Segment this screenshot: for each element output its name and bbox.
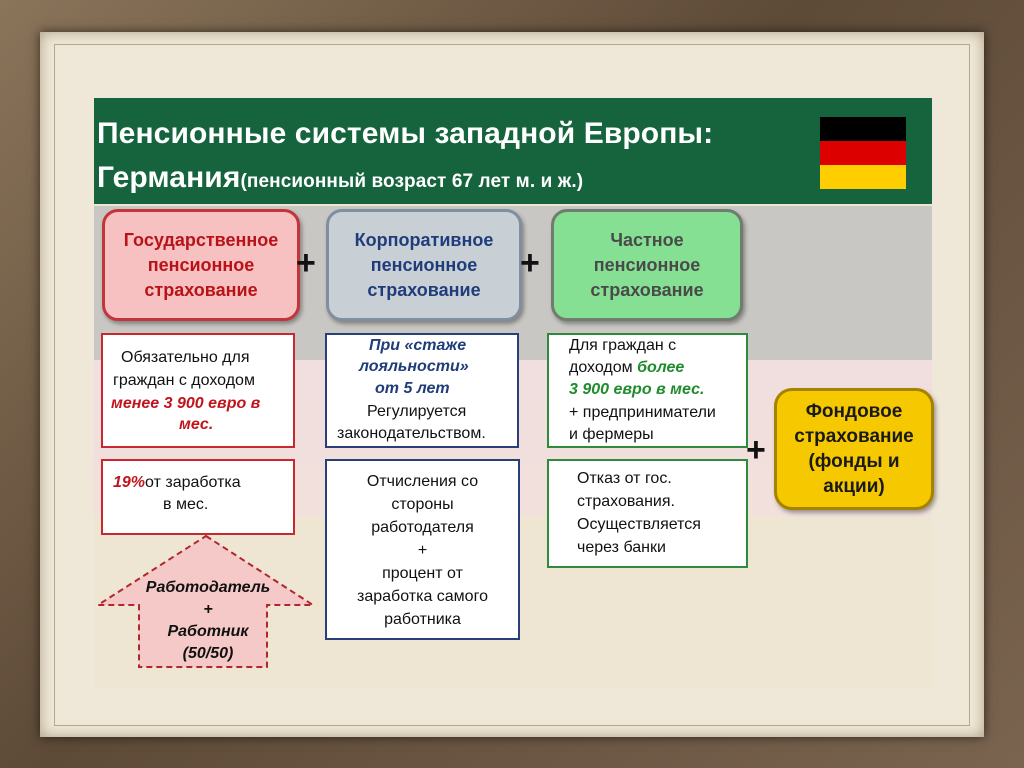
private-insurance-label: Частное пенсионное страхование [590, 229, 704, 300]
corp-contrib-line7: работника [384, 611, 461, 628]
private-condition-line2: доходом более [569, 357, 684, 379]
private-condition-line4: + предприниматели [569, 404, 716, 421]
contribution-percent: 19% [113, 474, 146, 491]
state-insurance-pill: Государственное пенсионное страхование [102, 209, 300, 321]
corporate-insurance-label: Корпоративное пенсионное страхование [354, 229, 494, 300]
corp-contrib-line3: работодателя [371, 519, 474, 536]
flag-stripe-red [820, 141, 906, 165]
corporate-regulation-line2: законодательством. [337, 425, 486, 442]
private-method-text: Отказ от гос. страхования. Осуществляетс… [577, 467, 701, 559]
corp-contrib-line6: заработка самого [357, 588, 488, 605]
plus-sign-3: + [746, 431, 766, 469]
title-line1: Пенсионные системы западной Европы: [97, 117, 714, 150]
title-line2: Германия(пенсионный возраст 67 лет м. и … [97, 156, 713, 204]
private-method-box: Отказ от гос. страхования. Осуществляетс… [547, 459, 748, 568]
up-arrow-icon [95, 534, 317, 668]
private-method-line3: Осуществляется [577, 516, 701, 533]
slide-title: Пенсионные системы западной Европы: Герм… [97, 112, 713, 204]
flag-stripe-black [820, 117, 906, 141]
arrow-line1: Работодатель [145, 579, 271, 596]
plus-sign-2: + [520, 244, 540, 282]
state-condition-line1: Обязательно для [121, 349, 250, 366]
contribution-split-text: Работодатель + Работник (50/50) [120, 577, 296, 665]
state-income-period: мес. [179, 416, 214, 433]
title-country: Германия [97, 161, 241, 194]
arrow-line4: (50/50) [182, 645, 234, 662]
private-income-more: более [637, 359, 685, 376]
state-contribution-box: 19%от заработка в мес. [101, 459, 295, 535]
arrow-line3: Работник [167, 623, 249, 640]
state-contribution-line1: 19%от заработка [113, 472, 241, 494]
corporate-insurance-pill: Корпоративное пенсионное страхование [326, 209, 522, 321]
plus-sign-1: + [296, 244, 316, 282]
loyalty-line1: При «стаже [369, 337, 467, 354]
private-insurance-pill: Частное пенсионное страхование [551, 209, 743, 321]
germany-flag-icon [820, 117, 906, 189]
corp-contrib-line1: Отчисления со [366, 473, 479, 490]
private-condition-line1: Для граждан с [569, 337, 677, 354]
corporate-contribution-box: Отчисления со стороны работодателя + про… [325, 459, 520, 640]
state-contribution-line2: в мес. [163, 496, 209, 513]
state-condition-box: Обязательно для граждан с доходом менее … [101, 333, 295, 448]
state-condition-line2: граждан с доходом [113, 372, 255, 389]
title-subtitle: (пенсионный возраст 67 лет м. и ж.) [240, 171, 584, 192]
state-insurance-label: Государственное пенсионное страхование [123, 229, 279, 300]
corp-contrib-line2: стороны [391, 496, 454, 513]
private-method-line4: через банки [577, 539, 666, 556]
private-method-line1: Отказ от гос. [577, 470, 672, 487]
private-condition-line5: и фермеры [569, 426, 654, 443]
corp-contrib-line5: процент от [382, 565, 463, 582]
loyalty-line2: лояльности» [359, 358, 469, 375]
fund-insurance-label: Фондовое страхование (фонды и акции) [794, 401, 914, 497]
corporate-condition-box: При «стаже лояльности» от 5 лет Регулиру… [325, 333, 519, 448]
corporate-contribution-text: Отчисления со стороны работодателя + про… [327, 470, 518, 631]
fund-insurance-pill: Фондовое страхование (фонды и акции) [774, 388, 934, 510]
corp-contrib-line4: + [417, 542, 428, 559]
contribution-text: от заработка [145, 474, 241, 491]
frame-inner-line [54, 44, 970, 726]
private-income-threshold: 3 900 евро в мес. [569, 381, 705, 398]
title-bar [94, 98, 932, 204]
private-condition-box: Для граждан с доходом более 3 900 евро в… [547, 333, 748, 448]
private-method-line2: страхования. [577, 493, 675, 510]
flag-stripe-gold [820, 165, 906, 189]
arrow-line2: + [203, 601, 213, 618]
state-income-threshold: менее 3 900 евро в [111, 395, 261, 412]
loyalty-line3: от 5 лет [375, 380, 450, 397]
corporate-regulation-line1: Регулируется [367, 403, 467, 420]
private-income-prefix: доходом [569, 359, 638, 376]
